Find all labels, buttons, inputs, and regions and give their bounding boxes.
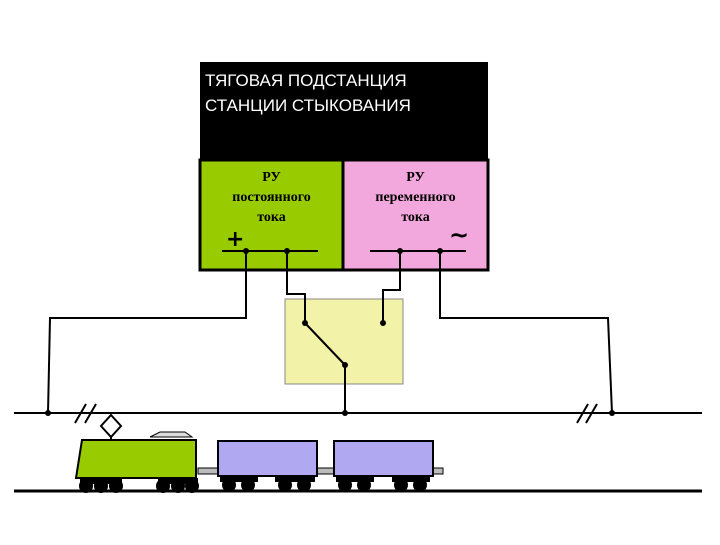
substation-title-box <box>200 62 488 160</box>
switch-blade <box>304 322 346 366</box>
catenary-node-right <box>609 410 615 416</box>
insulator-right-b <box>585 403 598 424</box>
catenary-node-center <box>342 410 348 416</box>
wire-ac-feeder <box>439 251 613 414</box>
switch-contact-dc <box>302 320 308 326</box>
pantograph-icon <box>99 413 123 439</box>
coupler-1 <box>197 467 219 475</box>
switch-pivot <box>342 362 348 368</box>
coupler-3 <box>432 467 444 475</box>
wagon-2-wheels <box>336 476 430 492</box>
wagon-1-body <box>217 440 318 477</box>
locomotive-wheels <box>79 478 199 493</box>
insulator-left-a <box>74 403 87 424</box>
wire-dc-switch <box>286 251 306 323</box>
substation-title: ТЯГОВАЯ ПОДСТАНЦИЯ СТАНЦИИ СТЫКОВАНИЯ <box>205 71 411 115</box>
wire-ac-switch <box>382 251 401 323</box>
wagon-2-body <box>333 440 434 477</box>
wire-dc-feeder <box>47 251 247 414</box>
wagon-1-wheels <box>220 476 315 492</box>
insulator-right-a <box>576 403 589 424</box>
coupler-2 <box>315 467 335 475</box>
insulator-left-b <box>84 403 97 424</box>
locomotive-roof-detail <box>149 431 194 438</box>
ac-tilde-sign: ~ <box>449 221 470 249</box>
switch-contact-ac <box>380 320 386 326</box>
locomotive-body <box>74 439 197 479</box>
catenary-node-left <box>45 410 51 416</box>
ac-switchgear-label: РУ переменного тока <box>375 170 456 225</box>
dc-switchgear-label: РУ постоянного тока <box>232 170 311 225</box>
dc-plus-sign: + <box>226 227 245 252</box>
